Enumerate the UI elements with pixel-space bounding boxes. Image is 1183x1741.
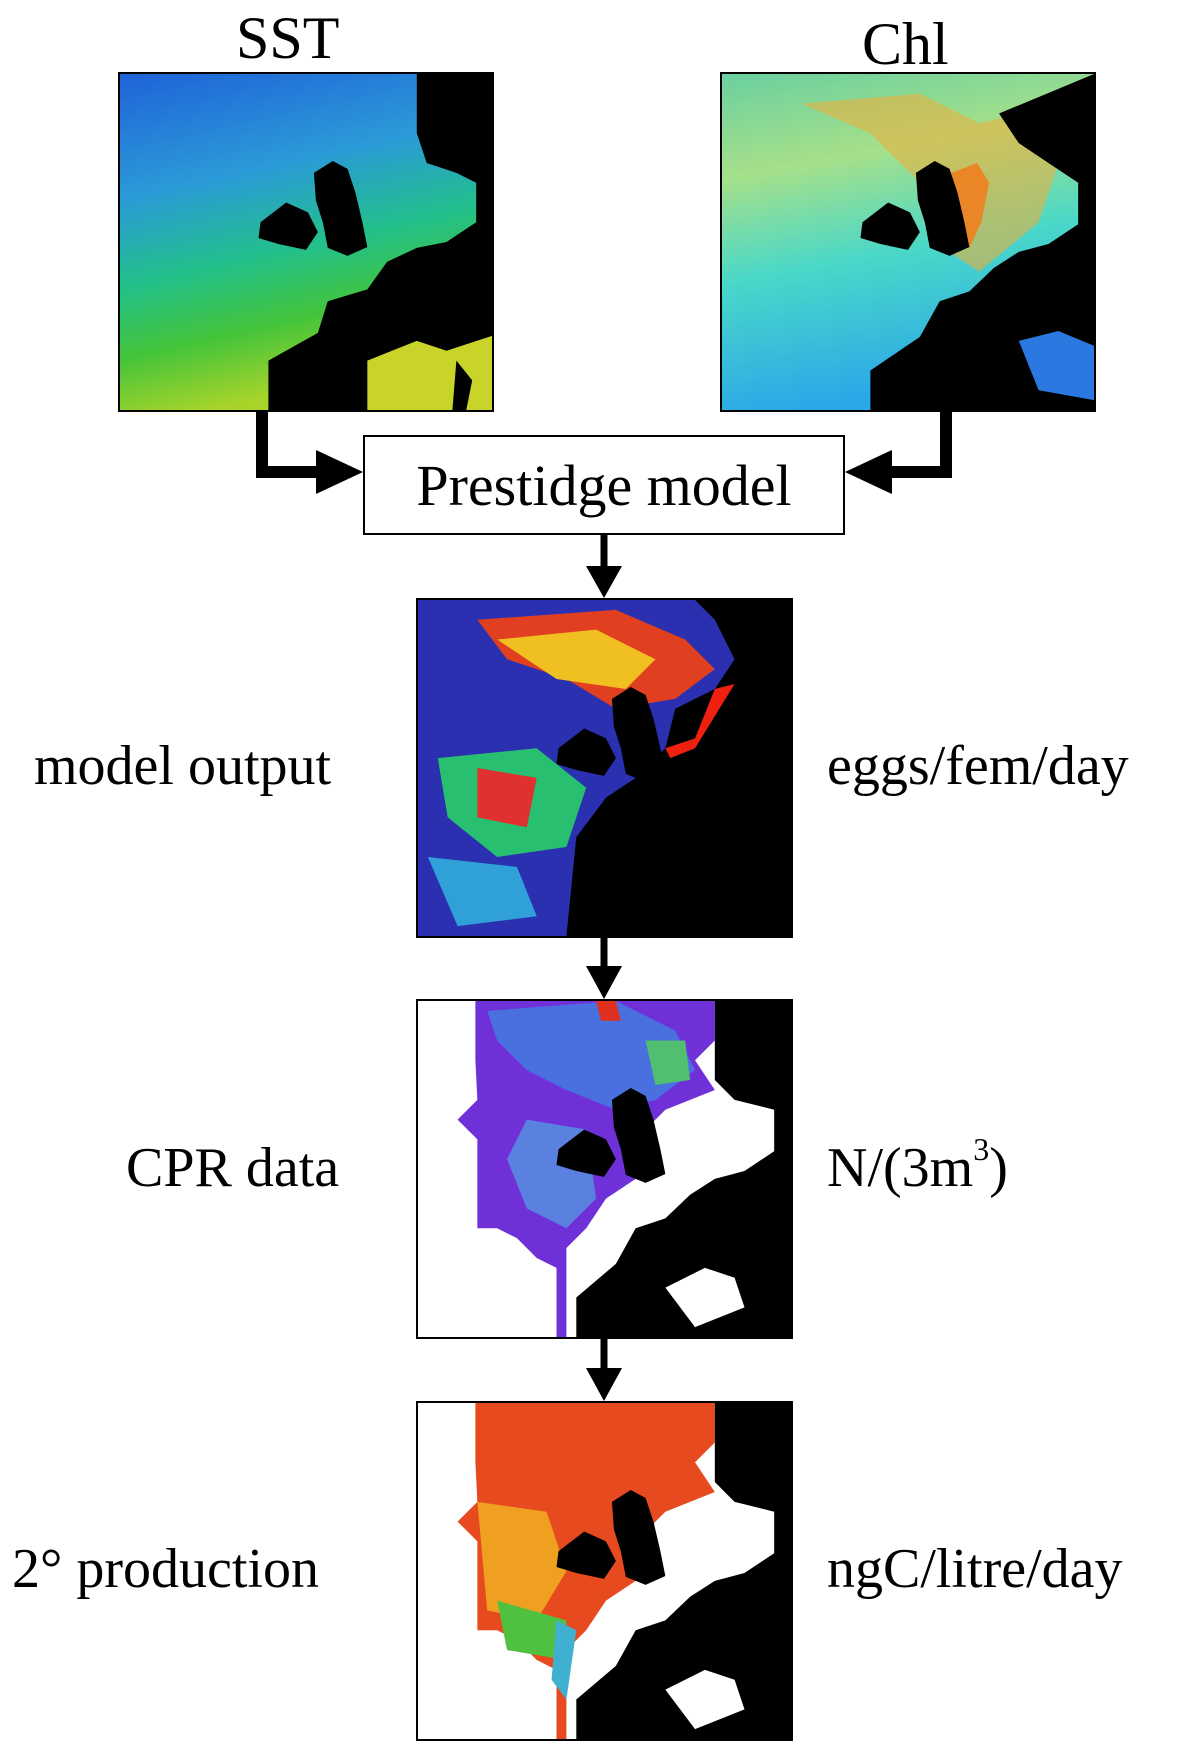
model-output-label: model output (34, 735, 332, 797)
cpr-data-map-image (416, 999, 793, 1339)
production-units: ngC/litre/day (827, 1538, 1123, 1600)
production-label: 2° production (12, 1538, 320, 1600)
cpr-units-close: ) (989, 1137, 1008, 1199)
chl-map-image (720, 72, 1096, 412)
arrow-model-to-output-head (586, 566, 622, 598)
sst-map-image (118, 72, 494, 412)
arrow-cpr-to-production-head (586, 1368, 622, 1401)
cpr-units-base: N/(3m (827, 1137, 974, 1199)
model-output-units: eggs/fem/day (827, 735, 1129, 797)
cpr-units-exponent: 3 (973, 1131, 990, 1167)
prestidge-model-label: Prestidge model (416, 452, 792, 518)
prestidge-model-box: Prestidge model (363, 435, 845, 535)
cpr-data-units: N/(3m3) (827, 1133, 1008, 1199)
sst-connector-line (256, 412, 318, 478)
chl-arrowhead (845, 450, 892, 494)
arrow-output-to-cpr-head (586, 966, 622, 999)
chl-title: Chl (862, 11, 949, 77)
model-output-map-image (416, 598, 793, 938)
cpr-data-label: CPR data (126, 1137, 340, 1199)
sst-arrowhead (316, 450, 363, 494)
sst-title: SST (236, 5, 340, 71)
chl-connector-line (888, 412, 952, 478)
production-map-image (416, 1401, 793, 1741)
